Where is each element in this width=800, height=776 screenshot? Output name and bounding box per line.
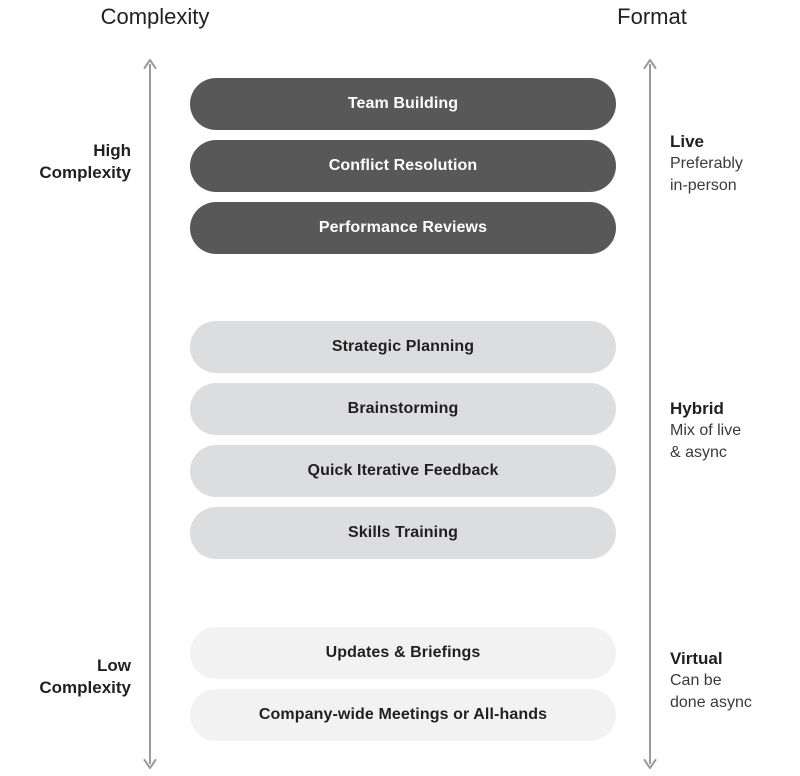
activity-pill[interactable]: Brainstorming [190, 383, 616, 435]
column-header-complexity: Complexity [100, 4, 210, 29]
complexity-axis-arrow-icon [143, 59, 157, 769]
format-axis-arrow-icon [643, 59, 657, 769]
format-block-virtual: Virtual Can be done async [670, 648, 798, 714]
format-axis [643, 58, 657, 770]
activity-pill[interactable]: Team Building [190, 78, 616, 130]
axis-label-high-complexity: High Complexity [39, 141, 131, 182]
format-title-hybrid: Hybrid [670, 399, 724, 418]
activity-pill[interactable]: Strategic Planning [190, 321, 616, 373]
format-description-live: Preferably in-person [670, 155, 743, 194]
activity-pill[interactable]: Updates & Briefings [190, 627, 616, 679]
activity-pill[interactable]: Performance Reviews [190, 202, 616, 254]
complexity-axis [143, 58, 157, 770]
axis-label-low-complexity: Low Complexity [39, 656, 131, 697]
format-description-hybrid: Mix of live & async [670, 422, 742, 461]
format-description-virtual: Can be done async [670, 672, 752, 711]
activity-pill[interactable]: Skills Training [190, 507, 616, 559]
activity-pill[interactable]: Company-wide Meetings or All-hands [190, 689, 616, 741]
format-block-live: Live Preferably in-person [670, 131, 798, 197]
format-block-hybrid: Hybrid Mix of live & async [670, 398, 798, 464]
activity-pill[interactable]: Quick Iterative Feedback [190, 445, 616, 497]
format-title-virtual: Virtual [670, 649, 723, 668]
column-header-format: Format [617, 4, 687, 29]
format-title-live: Live [670, 132, 705, 151]
activity-pill[interactable]: Conflict Resolution [190, 140, 616, 192]
